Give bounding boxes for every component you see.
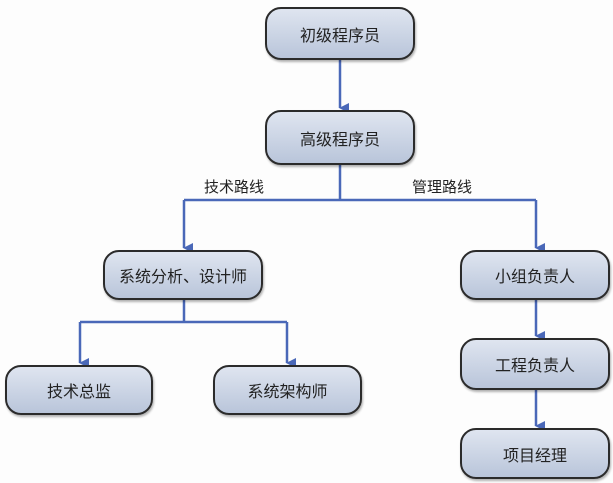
line-senior-split [184, 165, 536, 202]
label-tech-route: 技术路线 [204, 178, 265, 196]
node-senior-programmer: 高级程序员 [265, 110, 415, 165]
node-junior-programmer: 初级程序员 [265, 7, 415, 60]
node-system-architect: 系统架构师 [213, 365, 362, 415]
line-analyst-split [80, 300, 287, 324]
node-system-analyst: 系统分析、设计师 [103, 250, 263, 300]
node-project-lead: 工程负责人 [460, 338, 610, 390]
node-tech-director: 技术总监 [5, 365, 153, 415]
label-mgmt-route: 管理路线 [412, 178, 473, 196]
node-project-manager: 项目经理 [460, 428, 610, 479]
node-team-lead: 小组负责人 [460, 250, 610, 300]
